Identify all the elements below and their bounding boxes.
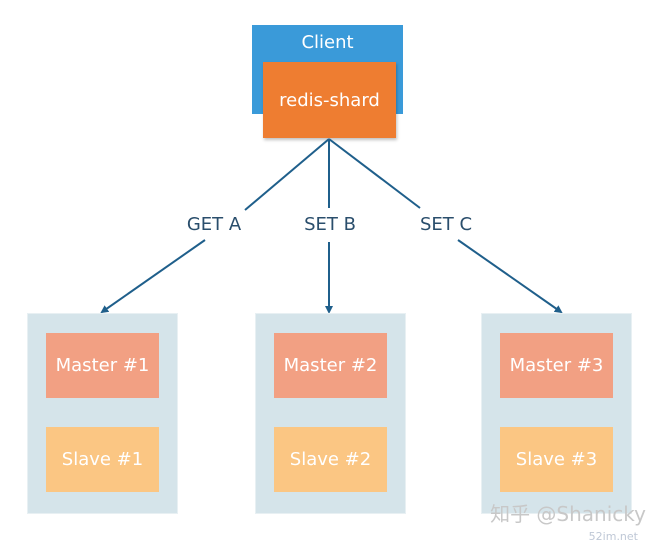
edge-get-a-upper [244,138,330,211]
watermark-site: 52im.net [588,530,638,543]
edge-set-c-upper [328,138,421,209]
slave-node-3: Slave #3 [500,427,613,492]
master-node-1: Master #1 [46,333,159,398]
redis-shard-box: redis-shard [263,62,396,138]
slave-node-2: Slave #2 [274,427,387,492]
edge-set-c-lower [457,239,563,314]
client-label: Client [301,32,354,53]
master-node-2: Master #2 [274,333,387,398]
slave-node-1: Slave #1 [46,427,159,492]
watermark-handle: 知乎 @Shanicky [490,502,646,526]
route-label-get-a: GET A [186,214,242,235]
master-node-3: Master #3 [500,333,613,398]
edge-get-a-lower [100,239,206,314]
route-label-set-b: SET B [304,214,356,235]
route-edges [100,138,563,314]
route-label-set-c: SET C [419,214,473,235]
